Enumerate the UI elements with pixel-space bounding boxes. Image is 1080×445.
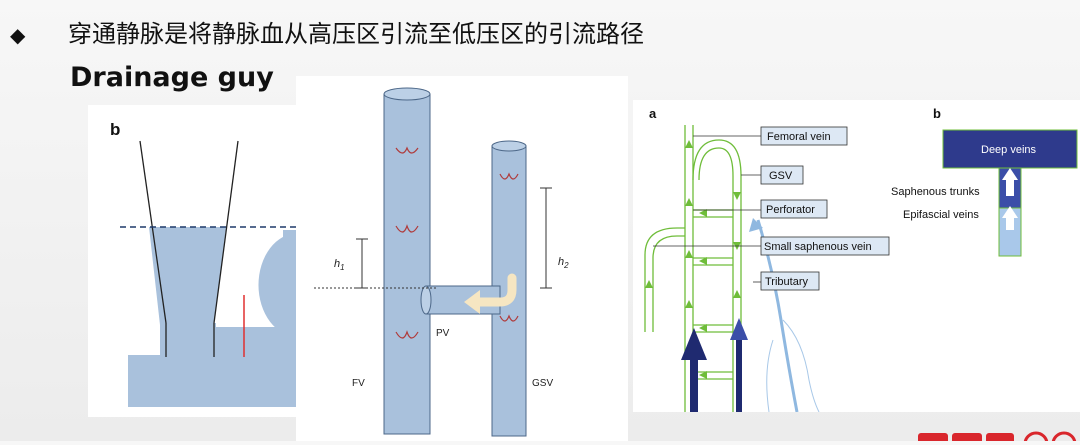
panel-label-b-right: b	[933, 106, 941, 121]
femoral-vein-label: Femoral vein	[767, 131, 831, 143]
right-diagram-panel: Femoral vein GSV Perforator Small saphen…	[633, 100, 1080, 413]
superficial-flow-arrow-icon	[736, 338, 742, 412]
panel-label-a: a	[649, 106, 657, 121]
valve-gsv-1	[499, 172, 519, 180]
deep-flow-arrow-icon	[690, 358, 698, 412]
subtitle: Drainage guy	[70, 62, 274, 93]
brand-logo	[918, 428, 1080, 441]
valve-gsv-2	[499, 314, 519, 322]
epifascial-veins-label: Epifascial veins	[903, 209, 979, 221]
funnel-liquid	[149, 227, 226, 325]
valve-fv-1	[395, 146, 419, 154]
valve-fv-3	[395, 330, 419, 339]
femoral-vein-box	[760, 126, 848, 146]
valve-fv-2	[395, 224, 419, 233]
perforator-label: Perforator	[766, 204, 815, 216]
tributary-label: Tributary	[765, 276, 808, 288]
flow-arrow-icon	[473, 273, 517, 307]
small-saphenous-label: Small saphenous vein	[764, 241, 872, 253]
panel-label-b: b	[110, 120, 120, 139]
funnel-wall-right	[213, 140, 239, 324]
small-saphenous-box	[760, 236, 890, 256]
perforator-box	[760, 199, 828, 219]
bullet-diamond-icon: ◆	[10, 23, 26, 47]
right-diagram: Femoral vein GSV Perforator Small saphen…	[644, 106, 1078, 413]
middle-diagram: h1 h2 PV FV GSV	[314, 87, 569, 437]
left-diagram-panel: b	[88, 105, 300, 417]
flow-arrowheads	[645, 140, 741, 379]
h2-label: h2	[558, 256, 569, 270]
fv-vein	[383, 93, 431, 435]
gsv-right-label: GSV	[769, 170, 793, 182]
middle-diagram-panel: h1 h2 PV FV GSV	[296, 76, 628, 441]
gsv-label: GSV	[532, 378, 553, 389]
saphenous-trunks-label: Saphenous trunks	[891, 186, 980, 198]
deep-veins-label: Deep veins	[981, 144, 1037, 156]
left-diagram: b	[110, 120, 300, 407]
funnel-wall-left	[139, 140, 167, 324]
h1-label: h1	[334, 258, 345, 272]
gsv-box	[760, 165, 804, 185]
header-line: ◆ 穿通静脉是将静脉血从高压区引流至低压区的引流路径	[10, 14, 644, 49]
header-text: 穿通静脉是将静脉血从高压区引流至低压区的引流路径	[68, 20, 644, 48]
funnel-stem	[160, 323, 216, 357]
tributary-box	[760, 271, 820, 291]
up-arrow-icon-2	[1002, 206, 1018, 218]
up-arrow-icon-1	[1002, 168, 1018, 180]
deep-veins-box	[942, 129, 1078, 169]
pv-label: PV	[436, 328, 450, 339]
fv-label: FV	[352, 378, 365, 389]
vessel-base	[128, 355, 300, 407]
